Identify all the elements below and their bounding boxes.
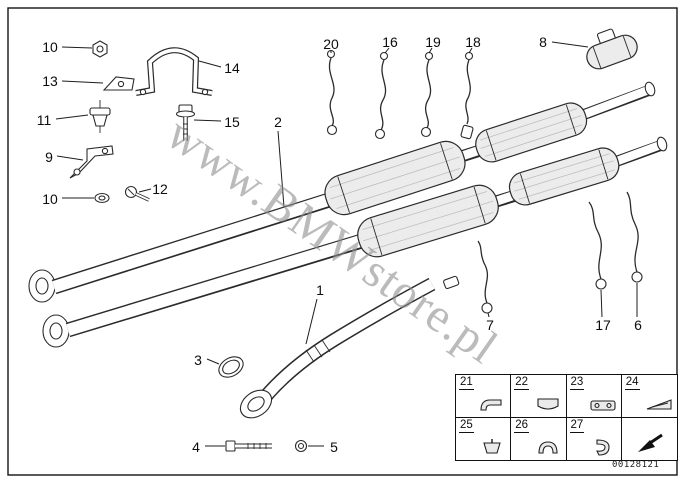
front-flanges [28, 269, 70, 348]
hex-nut [92, 40, 108, 58]
clamp-bracket-icon [480, 398, 502, 411]
callout-4[interactable]: 4 [192, 439, 200, 455]
legend-part-number: 23 [569, 376, 585, 390]
legend-cell-26[interactable]: 26 [511, 417, 567, 460]
screw [124, 185, 150, 202]
legend-part-number: 25 [459, 418, 474, 433]
callout-14[interactable]: 14 [224, 60, 240, 76]
saddle-clamp [135, 47, 213, 96]
legend-part-number: 26 [514, 418, 530, 433]
callout-8[interactable]: 8 [539, 34, 547, 50]
legend-cell-22[interactable]: 22 [511, 375, 567, 418]
pipe-clamp-icon [537, 441, 558, 454]
flange-nut [294, 439, 308, 453]
callout-2[interactable]: 2 [274, 114, 282, 130]
leader-lines [55, 41, 638, 447]
enlarged-view-arrow-icon [638, 433, 663, 452]
callout-7[interactable]: 7 [486, 317, 494, 333]
legend-cell-23[interactable]: 23 [566, 375, 622, 418]
catalytic-converter-front-upper [324, 140, 466, 216]
callout-15[interactable]: 15 [224, 114, 240, 130]
exhaust-clamp [586, 28, 638, 70]
legend-cell-27[interactable]: 27 [567, 417, 622, 460]
legend-cell-21[interactable]: 21 [456, 375, 512, 418]
bracket-plate-icon [590, 399, 616, 411]
legend-cell-24[interactable]: 24 [621, 375, 677, 418]
legend-part-number: 27 [569, 418, 585, 433]
legend-cell-arrow[interactable] [622, 418, 677, 461]
rubber-mount-icon [483, 439, 501, 454]
callout-6[interactable]: 6 [634, 317, 642, 333]
legend-part-number: 21 [459, 376, 474, 390]
diagram-frame [7, 7, 678, 476]
hex-bolt [175, 104, 196, 141]
upper-exhaust-assembly [51, 81, 656, 295]
support-bracket [102, 76, 135, 91]
lower-exhaust-assembly [65, 136, 668, 338]
callout-11[interactable]: 11 [36, 112, 52, 128]
catalytic-converter-rear-upper [475, 102, 588, 163]
document-number: 00128121 [612, 460, 660, 470]
callout-12[interactable]: 12 [152, 181, 168, 197]
clip-icon [536, 397, 559, 410]
callout-17[interactable]: 17 [595, 317, 611, 333]
legend-cell-25[interactable]: 25 [456, 417, 512, 460]
legend-part-number: 22 [514, 376, 530, 390]
sensor-cables-top [326, 49, 474, 140]
legend-grid: 21 22 23 24 25 [455, 374, 678, 461]
wedge-clip-icon [646, 398, 672, 410]
legend-part-number: 24 [624, 376, 640, 390]
callout-9[interactable]: 9 [45, 149, 53, 165]
callout-18[interactable]: 18 [465, 34, 481, 50]
front-pipe [218, 277, 436, 419]
gasket-ring [218, 356, 244, 378]
hanger-bracket [69, 145, 114, 179]
flange-bolt [225, 440, 272, 452]
callout-5[interactable]: 5 [330, 439, 338, 455]
hook-clamp-icon [595, 439, 610, 456]
callout-19[interactable]: 19 [425, 34, 441, 50]
washer [94, 192, 110, 204]
catalytic-converter-front-lower [357, 184, 499, 258]
catalytic-converter-rear-lower [508, 147, 620, 206]
callout-16[interactable]: 16 [382, 34, 398, 50]
callout-10[interactable]: 10 [42, 39, 58, 55]
oxygen-sensors-right [443, 191, 643, 314]
rubber-mount [89, 100, 111, 133]
callout-1[interactable]: 1 [316, 282, 324, 298]
callout-10b[interactable]: 10 [42, 191, 58, 207]
callout-20[interactable]: 20 [323, 36, 339, 52]
callout-3[interactable]: 3 [194, 352, 202, 368]
callout-13[interactable]: 13 [42, 73, 58, 89]
